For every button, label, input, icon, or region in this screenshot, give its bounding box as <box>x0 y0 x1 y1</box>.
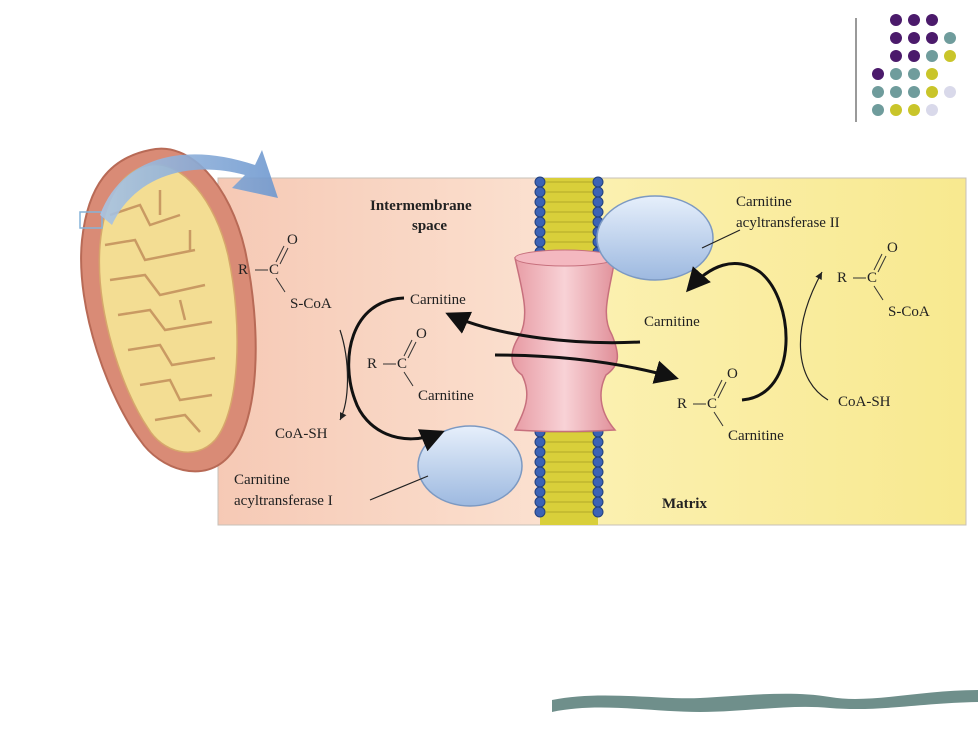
decorative-dot <box>872 104 884 116</box>
decorative-dot <box>926 14 938 26</box>
left-acylcoa-r: R <box>238 262 249 278</box>
decorative-dot <box>908 50 920 62</box>
phospholipid-head <box>534 476 546 488</box>
decorative-dot <box>926 68 938 80</box>
phospholipid-head <box>592 486 604 498</box>
phospholipid-head <box>592 176 604 188</box>
enzyme-I-label-1: Carnitine <box>234 472 290 488</box>
phospholipid-head <box>534 186 546 198</box>
decorative-dot <box>908 86 920 98</box>
left-coash: CoA-SH <box>275 426 328 442</box>
decorative-dot <box>890 104 902 116</box>
enzyme-I-label-2: acyltransferase I <box>234 493 333 509</box>
decorative-dot <box>908 68 920 80</box>
phospholipid-head <box>592 476 604 488</box>
decorative-dot <box>908 32 920 44</box>
decorative-dot <box>926 32 938 44</box>
enzyme-II-label-1: Carnitine <box>736 194 792 210</box>
decorative-dot <box>890 14 902 26</box>
left-acylcarnitine-o: O <box>416 326 427 342</box>
left-cycle-arrow <box>347 296 445 452</box>
decorative-wave-bar <box>552 690 978 712</box>
phospholipid-head <box>534 506 546 518</box>
acylcarnitine-import-arrow <box>494 353 679 384</box>
decorative-dot <box>926 104 938 116</box>
phospholipid-head <box>534 176 546 188</box>
mitochondrion-illustration <box>79 147 257 473</box>
decorative-dot <box>890 32 902 44</box>
space-label: space <box>412 218 447 234</box>
right-acylcarnitine-o: O <box>727 366 738 382</box>
phospholipid-head <box>534 206 546 218</box>
phospholipid-head <box>592 466 604 478</box>
decorative-dot <box>908 14 920 26</box>
decorative-dot <box>926 50 938 62</box>
enzyme-cat-II <box>596 195 714 281</box>
decorative-dot <box>872 86 884 98</box>
right-acylcarnitine-carnitine: Carnitine <box>728 428 784 444</box>
right-acylcarnitine-r: R <box>677 396 688 412</box>
phospholipid-head <box>534 486 546 498</box>
phospholipid-head <box>534 236 546 248</box>
decorative-dot <box>944 86 956 98</box>
decorative-dot-grid <box>872 14 972 124</box>
phospholipid-head <box>534 456 546 468</box>
decorative-dot <box>908 104 920 116</box>
right-acylcoa-scoa: S-CoA <box>888 304 930 320</box>
right-acylcoa-c: C <box>867 270 878 286</box>
right-acylcoa-r: R <box>837 270 848 286</box>
left-acylcarnitine-carnitine: Carnitine <box>418 388 474 404</box>
right-acylcarnitine-c: C <box>707 396 718 412</box>
phospholipid-head <box>592 196 604 208</box>
decorative-dot <box>890 50 902 62</box>
decorative-dot <box>890 86 902 98</box>
enzyme-II-label-2: acyltransferase II <box>736 215 840 231</box>
decorative-dot <box>926 86 938 98</box>
decorative-dot <box>890 68 902 80</box>
enzyme-cat-I <box>417 425 523 507</box>
phospholipid-head <box>534 216 546 228</box>
left-acylcoa-scoa: S-CoA <box>290 296 332 312</box>
phospholipid-head <box>534 446 546 458</box>
phospholipid-head <box>534 436 546 448</box>
matrix-label: Matrix <box>662 496 707 512</box>
phospholipid-head <box>534 226 546 238</box>
carnitine-return-arrow <box>445 311 641 345</box>
divider-line <box>855 18 857 122</box>
left-acylcoa-c: C <box>269 262 280 278</box>
phospholipid-head <box>592 186 604 198</box>
right-coash: CoA-SH <box>838 394 891 410</box>
phospholipid-head <box>592 496 604 508</box>
phospholipid-head <box>534 466 546 478</box>
phospholipid-head <box>592 456 604 468</box>
decorative-dot <box>944 32 956 44</box>
right-acylcoa-o: O <box>887 240 898 256</box>
left-acylcoa-o: O <box>287 232 298 248</box>
left-acylcarnitine-r: R <box>367 356 378 372</box>
left-carnitine: Carnitine <box>410 292 466 308</box>
right-cycle-arrow <box>686 262 788 402</box>
left-acylcarnitine-c: C <box>397 356 408 372</box>
phospholipid-head <box>592 436 604 448</box>
decorative-dot <box>944 50 956 62</box>
phospholipid-head <box>592 446 604 458</box>
phospholipid-head <box>592 206 604 218</box>
zoom-arrow <box>100 150 278 225</box>
phospholipid-head <box>534 496 546 508</box>
phospholipid-head <box>592 506 604 518</box>
intermembrane-label: Intermembrane <box>370 198 472 214</box>
phospholipid-head <box>534 196 546 208</box>
right-carnitine: Carnitine <box>644 314 700 330</box>
decorative-dot <box>872 68 884 80</box>
